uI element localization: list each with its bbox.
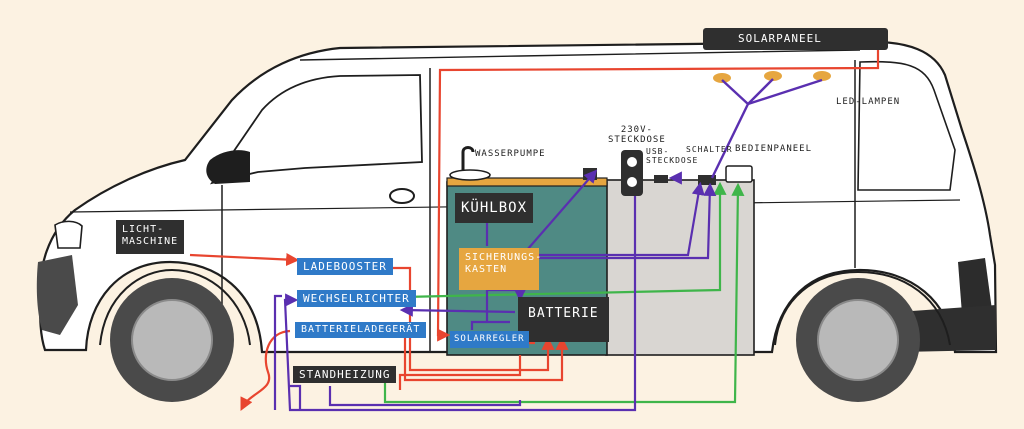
battery-label: BATTERIE	[518, 297, 609, 342]
alternator-label: LICHT- MASCHINE	[116, 220, 185, 254]
rear-bumper	[898, 305, 996, 352]
fuse-box-label: SICHERUNGS- KASTEN	[459, 248, 541, 290]
socket-230v-icon	[621, 150, 643, 196]
mirror	[206, 150, 250, 184]
led-lamps-label: LED-LAMPEN	[836, 97, 901, 107]
door-handle	[389, 188, 415, 204]
taillight	[958, 258, 992, 314]
control-panel-label: BEDIENPANEEL	[735, 144, 813, 154]
front-window	[209, 74, 423, 185]
switch-icon	[698, 175, 716, 185]
wires-green	[383, 181, 745, 404]
roof-rail	[299, 49, 861, 61]
solar-panel-box	[703, 28, 888, 50]
battery-charger-label: BATTERIELADEGERÄT	[295, 322, 427, 338]
usb-socket-icon	[654, 175, 668, 183]
led-wires	[710, 78, 823, 179]
front-wheel	[110, 278, 234, 402]
control-panel-icon	[725, 165, 753, 183]
switch-label: SCHALTER	[686, 145, 733, 154]
headlight	[54, 220, 83, 249]
wires-red	[189, 50, 880, 411]
inverter-label: WECHSELRICHTER	[297, 290, 416, 307]
socket-230v-label: 230V- STECKDOSE	[608, 125, 666, 145]
rear-wheel-arch	[774, 270, 951, 346]
charge-booster-label: LADEBOOSTER	[297, 258, 393, 275]
sink-icon	[449, 146, 491, 181]
led-lamps-icon	[713, 71, 831, 83]
front-wheel-arch	[99, 268, 251, 346]
solar-panel-label: SOLARPANEEL	[738, 32, 822, 45]
wires-purple	[273, 169, 717, 412]
wasserpumpe-label: WASSERPUMPE	[475, 149, 546, 159]
solar-regulator-label: SOLARREGLER	[450, 331, 529, 348]
kuehlbox-label: KÜHLBOX	[455, 193, 534, 223]
usb-socket-label: USB- STECKDOSE	[646, 147, 699, 165]
front-grille	[36, 255, 78, 335]
parking-heater-label: STANDHEIZUNG	[293, 366, 397, 383]
cabinet-grey	[605, 179, 755, 356]
rear-window	[857, 60, 956, 191]
countertop	[446, 177, 608, 187]
rear-wheel	[796, 278, 920, 402]
